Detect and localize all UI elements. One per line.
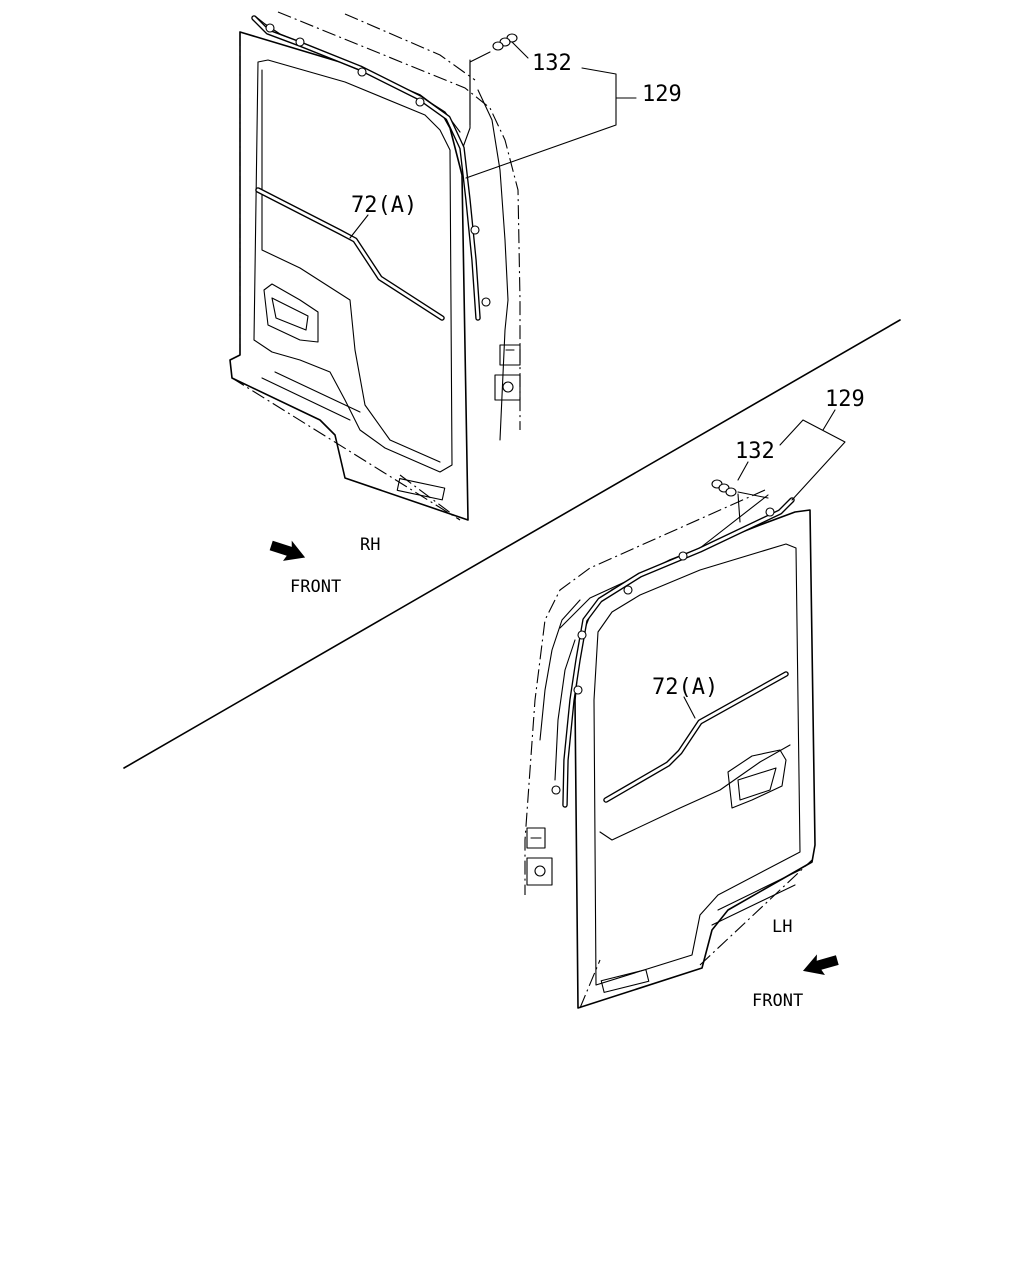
lh-label-129: 129: [825, 387, 865, 412]
rh-door-handle: [263, 283, 319, 343]
rh-body-outline: [277, 11, 521, 430]
rh-clip-set: [265, 23, 491, 307]
lh-leader-bracket-129: [779, 409, 846, 501]
rh-leader-132: [469, 51, 491, 126]
rh-weatherstrip-129: [251, 15, 481, 321]
rh-reflector: [396, 478, 446, 501]
lh-side-label: LH: [772, 917, 792, 937]
lh-door-inner-contour: [599, 744, 791, 841]
lh-label-72a: 72(A): [652, 675, 718, 700]
rh-pillar: [461, 59, 509, 441]
rh-hinge-lower: [494, 374, 521, 401]
lh-weatherstrip-129-inner: [563, 498, 794, 807]
rh-weatherstrip-129-inner: [252, 16, 480, 320]
rh-lower-molding: [261, 371, 361, 421]
lh-front-arrow-icon: [802, 954, 839, 976]
lh-door-window-frame: [593, 543, 801, 986]
rh-body-outline-2: [344, 13, 476, 81]
lh-belt-molding-72a-inner: [604, 672, 788, 802]
rh-door-assembly: [229, 11, 637, 521]
lh-leader-132: [737, 461, 769, 523]
lh-hinge-lower: [526, 857, 553, 886]
rh-door-inner-contour: [261, 69, 441, 463]
rh-leader-bracket-129: [465, 67, 637, 179]
rh-side-label: RH: [360, 535, 380, 555]
rh-leader-132-b: [511, 41, 529, 59]
lh-label-132: 132: [735, 439, 775, 464]
front-arrow-icon: [269, 540, 306, 561]
rh-label-72a: 72(A): [351, 193, 417, 218]
rh-label-132: 132: [532, 51, 572, 76]
lh-leader-72a: [683, 696, 696, 719]
view-divider-line: [123, 319, 901, 769]
lh-front-label: FRONT: [752, 991, 803, 1011]
lh-reflector: [600, 969, 650, 993]
lh-hinge-upper: [526, 827, 546, 849]
lh-clip-set: [551, 507, 775, 795]
lh-weatherstrip-129: [562, 497, 795, 808]
lh-lower-molding: [711, 869, 801, 926]
clip-fastener-icon: [492, 33, 518, 51]
lh-body-outline-2: [579, 859, 813, 1009]
lh-door-assembly: [524, 409, 846, 1009]
rh-leader-72a: [349, 214, 369, 239]
lh-door-handle: [727, 749, 787, 809]
rh-belt-molding-72a-inner: [256, 188, 444, 320]
lh-pillar: [539, 599, 581, 781]
lh-clip-fastener-132: [711, 479, 737, 497]
rh-door-window-frame: [253, 59, 453, 473]
rh-hinge-upper: [499, 344, 521, 366]
rh-front-label: FRONT: [290, 577, 341, 597]
rh-label-129: 129: [642, 82, 682, 107]
lh-body-outline: [524, 489, 766, 895]
